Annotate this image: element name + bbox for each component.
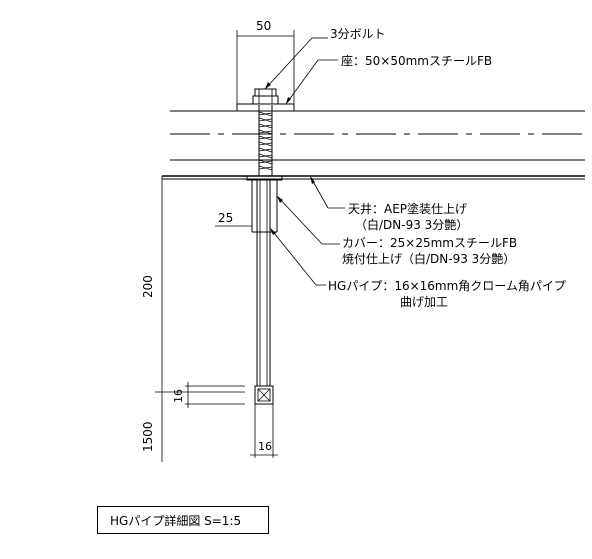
hg-pipe [254,180,274,405]
dim-floor-height-label: 1500 [141,421,155,452]
dim-hanging-length: 200 [141,176,245,393]
drawing-title-text: HGパイプ詳細図 S=1:5 [110,513,242,528]
dim-cover-offset-label: 25 [218,211,233,225]
leader-lines [264,37,345,286]
callout-cover-line1: カバー：25×25mmスチールFB [342,236,517,250]
dim-top-width: 50 [236,19,295,104]
callout-cover-line2: 焼付仕上げ（白/DN-93 3分艶） [342,251,515,266]
drawing-title: HGパイプ詳細図 S=1:5 [97,506,269,534]
dim-pipe-width: 16 [250,404,278,458]
callouts: 3分ボルト 座：50×50mmスチールFB 天井：AEP塗装仕上げ （白/DN-… [328,27,566,309]
dim-floor-height: 1500 [141,392,163,462]
callout-seat: 座：50×50mmスチールFB [341,53,492,68]
dim-pipe-height: 16 [172,382,245,408]
dim-hanging-length-label: 200 [141,275,155,298]
callout-pipe-line2: 曲げ加工 [400,295,448,309]
dim-top-width-label: 50 [256,19,271,33]
threaded-bolt [236,88,295,176]
callout-ceiling-line1: 天井：AEP塗装仕上げ [348,201,467,216]
dim-cover-offset: 25 [215,211,253,232]
dim-pipe-width-label: 16 [258,440,272,453]
ceiling-structure [162,110,585,180]
dim-pipe-height-label: 16 [172,389,185,403]
callout-bolt: 3分ボルト [330,27,386,41]
callout-ceiling-line2: （白/DN-93 3分艶） [355,217,468,232]
cover-plate [246,175,283,233]
callout-pipe-line1: HGパイプ：16×16mm角クローム角パイプ [328,279,566,293]
